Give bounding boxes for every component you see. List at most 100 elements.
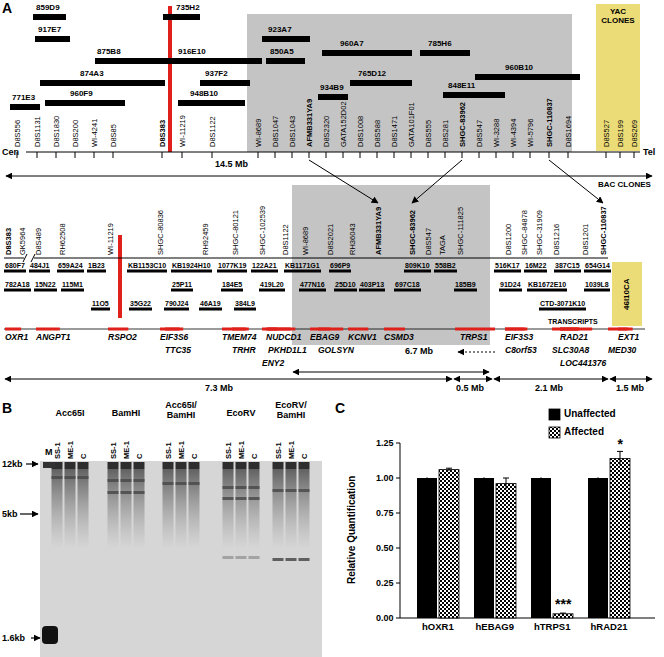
- axis-tick: [360, 152, 361, 158]
- gel-smear: [249, 469, 260, 549]
- error-bar: [506, 478, 507, 489]
- marker-name: D8S1201: [581, 224, 590, 255]
- clone-name: 15N22: [35, 281, 56, 289]
- clone-bar: [499, 289, 522, 292]
- tick-label: 0.25: [376, 578, 394, 588]
- clone-bar: [217, 270, 247, 273]
- gene-track: [4, 329, 645, 330]
- marker-name: D8S2021: [326, 224, 335, 255]
- clone-bar: [199, 308, 222, 311]
- clone-name: 697C18: [395, 281, 420, 289]
- legend-swatch: [549, 427, 560, 438]
- gene-segment: [560, 328, 592, 331]
- marker-name: D8S1216: [552, 224, 561, 255]
- clone-name: KB1153C10: [128, 262, 166, 270]
- marker-name: SHGC-80836: [156, 210, 165, 255]
- marker-name: SHGC-31909: [535, 210, 544, 255]
- gel-smear: [52, 469, 63, 549]
- clone-name: 516K17: [495, 262, 520, 270]
- axis-tick: [162, 152, 163, 158]
- gel-band: [286, 462, 297, 469]
- clone-bar: [234, 308, 256, 311]
- clone-bar: [394, 289, 421, 292]
- clone-name: 558B2: [435, 262, 456, 270]
- marker-name: SHGC-110837: [599, 206, 608, 255]
- gene-name: TRHR: [232, 346, 256, 356]
- shaded-region: [247, 14, 572, 152]
- gene-name: CSMD3: [384, 333, 414, 343]
- axis-tick: [462, 152, 463, 158]
- marker-name: D8S1043: [288, 116, 297, 147]
- clone-name: 960A7: [340, 39, 364, 48]
- clone-name: 115M1: [62, 281, 83, 289]
- gel-band: [176, 482, 187, 485]
- marker-name: SHGC-80121: [231, 210, 240, 255]
- gene-name: KCNV1: [348, 333, 377, 343]
- gel-band: [236, 556, 247, 559]
- clone-bar: [266, 58, 305, 64]
- lane-label: ME-1: [237, 441, 246, 459]
- clone-bar: [584, 289, 610, 292]
- clone-name: KB1171G1: [285, 262, 320, 270]
- chromosome-axis: [26, 152, 640, 153]
- gene-segment: [348, 328, 368, 331]
- gene-name: EBAG9: [310, 333, 339, 343]
- marker-name: D8S383: [4, 228, 13, 255]
- error-bar: [446, 468, 452, 469]
- gene-name: MED30: [608, 346, 636, 356]
- error-bar: [484, 477, 485, 479]
- lane-label: ME-1: [122, 441, 131, 459]
- bar-unaffected: [474, 478, 494, 618]
- marker-name: WI-4394: [509, 119, 518, 147]
- gel-smear: [163, 469, 174, 549]
- clone-name: 960F9: [70, 89, 93, 98]
- marker-name: D8S281: [441, 120, 450, 147]
- enzyme-name: BamHI: [103, 408, 149, 418]
- marker-name: WI-11219: [106, 223, 115, 255]
- clone-name: 1077K19: [218, 262, 246, 270]
- marker-name: SHGC-84878: [520, 210, 529, 255]
- clone-bar: [454, 289, 477, 292]
- gene-name: OXR1: [5, 333, 28, 343]
- lane-label: ME-1: [287, 441, 296, 459]
- clone-name: 937F2: [205, 69, 228, 78]
- breakpoint-line: [118, 235, 122, 318]
- clone-bar: [334, 289, 357, 292]
- axis-tick: [620, 152, 621, 158]
- size-arrow: [20, 513, 38, 514]
- category-label: hTRPS1: [534, 622, 570, 633]
- clone-bar: [171, 270, 212, 273]
- legend-swatch: [549, 409, 560, 420]
- category-label: hOXR1: [422, 622, 454, 633]
- gel-band: [121, 491, 132, 494]
- marker-name: RH62508: [58, 223, 67, 255]
- clone-bar: [251, 270, 278, 273]
- clone-bar: [284, 270, 321, 273]
- clone-name: 771E3: [12, 93, 35, 102]
- gene-name: EXT1: [618, 333, 639, 343]
- clone-bar: [404, 270, 431, 273]
- category-label: hEBAG9: [476, 622, 515, 633]
- gene-segment: [232, 328, 249, 331]
- clone-bar: [34, 289, 57, 292]
- gel-band: [65, 476, 76, 479]
- size-arrow: [26, 463, 38, 464]
- lane-label: SS-1: [224, 442, 233, 459]
- clone-name: 680F7: [5, 262, 25, 270]
- bar-affected: [610, 458, 630, 618]
- marker-name: D8S269: [630, 120, 639, 147]
- clone-name: 184E5: [222, 281, 242, 289]
- clone-bar: [200, 80, 250, 86]
- clone-name: 874A3: [80, 69, 104, 78]
- clone-name: KB1924H10: [172, 262, 211, 270]
- clone-name: 384L9: [235, 300, 255, 308]
- significance-mark: ***: [555, 596, 571, 612]
- map-axis: [34, 258, 608, 259]
- gel-smear: [176, 469, 187, 549]
- clone-bar: [221, 289, 243, 292]
- tick-label: 1.25: [376, 438, 394, 448]
- gene-segment: [318, 328, 343, 331]
- category-label: hRAD21: [591, 622, 628, 633]
- gel-smear: [134, 469, 145, 549]
- enzyme-name: EcoRV: [218, 408, 264, 418]
